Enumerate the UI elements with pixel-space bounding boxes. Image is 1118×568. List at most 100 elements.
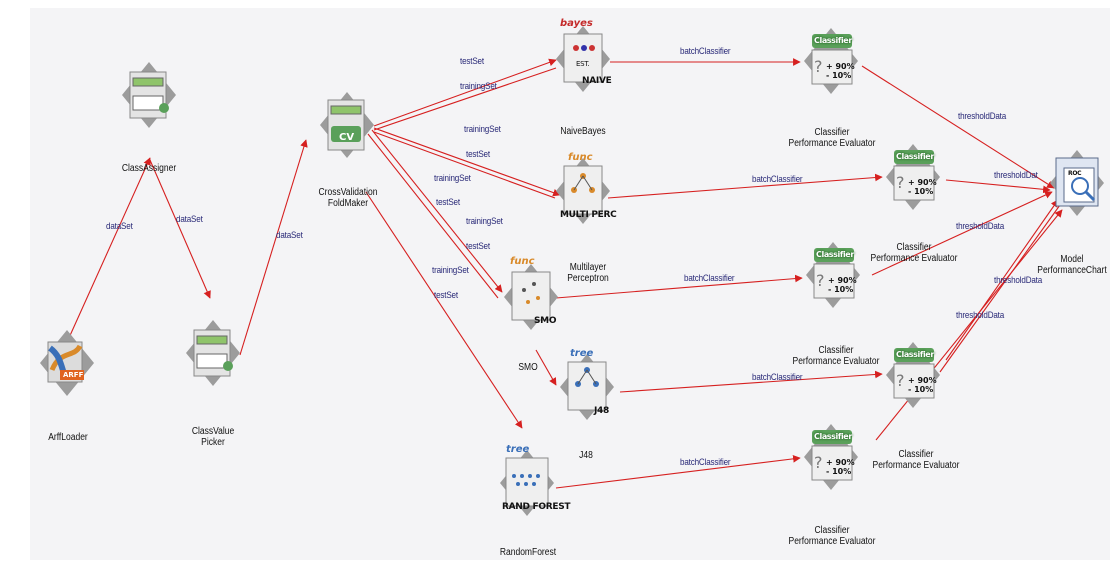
edge-randomforest-to-eval5: [555, 455, 801, 489]
edge-label-thresholddata: thresholdData: [958, 111, 1007, 122]
node-caption: ClassAssigner: [121, 163, 177, 174]
edge-label-dataset: dataSet: [106, 221, 133, 232]
node-caption: Classifier Performance Evaluator: [870, 242, 958, 264]
evaluator-nums: + 90% - 10%: [826, 62, 855, 80]
classifier-evaluator-node-1[interactable]: ? Classifier + 90% - 10%: [804, 28, 858, 94]
edge-cv-to-smo-b: [367, 133, 499, 299]
node-caption: Classifier Performance Evaluator: [788, 127, 876, 149]
knowledge-flow-canvas[interactable]: [30, 8, 1110, 560]
evaluator-nums: + 90% - 10%: [826, 458, 855, 476]
smo-icon: [504, 264, 558, 330]
classifier-evaluator-icon: ?: [804, 28, 858, 94]
node-caption: Multilayer Perceptron: [567, 262, 609, 284]
classifier-evaluator-icon: ?: [806, 242, 860, 308]
edge-arff-to-classassigner: [67, 157, 151, 341]
edge-label-trainingset: trainingSet: [460, 81, 497, 92]
edge-label-thresholddat: thresholdDat: [994, 170, 1038, 181]
edge-cv-to-smo-a: [371, 129, 503, 293]
classifier-evaluator-node-2[interactable]: ? Classifier + 90% - 10%: [886, 144, 940, 210]
edge-label-batchclassifier: batchClassifier: [680, 457, 731, 468]
roc-chart-icon: [1050, 150, 1104, 216]
neural-network-icon: [556, 158, 610, 224]
j48-node[interactable]: tree J48: [560, 348, 614, 420]
edge-eval5-to-chart: [875, 209, 1063, 441]
svg-text:?: ?: [896, 371, 905, 390]
model-performance-chart-node[interactable]: ROC: [1050, 150, 1110, 216]
edge-label-batchclassifier: batchClassifier: [684, 273, 735, 284]
evaluator-title: Classifier: [896, 152, 934, 161]
edge-label-trainingset: trainingSet: [466, 216, 503, 227]
random-forest-node[interactable]: tree RAND FOREST: [500, 444, 571, 516]
edge-label-batchclassifier: batchClassifier: [752, 372, 803, 383]
node-caption: NaiveBayes: [560, 126, 606, 137]
random-forest-icon: [500, 450, 554, 516]
edge-eval4-to-chart: [945, 199, 1059, 361]
est-label: EST.: [576, 60, 590, 68]
func-badge: func: [510, 256, 535, 267]
classifier-evaluator-node-3[interactable]: ? Classifier + 90% - 10%: [806, 242, 860, 308]
classifier-evaluator-node-5[interactable]: ? Classifier + 90% - 10%: [804, 424, 858, 490]
class-picker-icon: [186, 320, 240, 386]
node-caption: SMO: [518, 362, 538, 373]
tree-badge: tree: [506, 444, 530, 455]
edge-picker-to-crossval: [239, 139, 308, 356]
node-caption: RandomForest: [499, 547, 557, 558]
classifier-evaluator-node-4[interactable]: ? Classifier + 90% - 10%: [886, 342, 940, 408]
edge-cv-to-randomforest: [365, 191, 523, 429]
naive-bayes-node[interactable]: bayes EST. NAIVE: [556, 18, 612, 92]
node-caption: Classifier Performance Evaluator: [788, 525, 876, 547]
edge-classassigner-to-picker: [149, 159, 211, 299]
class-assigner-node[interactable]: [122, 62, 176, 128]
classifier-evaluator-icon: ?: [886, 342, 940, 408]
classifier-evaluator-icon: ?: [886, 144, 940, 210]
gray-diamond-icon: [40, 330, 94, 396]
edge-label-thresholddata: thresholdData: [956, 310, 1005, 321]
edge-label-thresholddata: thresholdData: [956, 221, 1005, 232]
edge-eval2-to-chart: [945, 179, 1051, 194]
evaluator-title: Classifier: [816, 250, 854, 259]
edge-eval3-to-chart: [871, 191, 1053, 276]
node-caption: ClassValue Picker: [191, 426, 235, 448]
multi-perc-tag: MULTI PERC: [560, 210, 617, 220]
class-assigner-icon: [122, 62, 176, 128]
edge-j48-to-eval4: [619, 370, 883, 393]
node-caption: J48: [579, 450, 593, 461]
evaluator-title: Classifier: [814, 432, 852, 441]
multilayer-perceptron-node[interactable]: func MULTI PERC: [556, 152, 617, 224]
edge-cv-to-naivebayes-b: [373, 67, 557, 131]
svg-text:?: ?: [814, 57, 823, 76]
edge-mlp-to-eval2: [607, 173, 883, 199]
smo-node[interactable]: func SMO: [504, 256, 558, 330]
arff-loader-node[interactable]: ARFF: [40, 330, 94, 396]
node-caption: ArffLoader: [48, 432, 88, 443]
edge-label-testset: testSet: [436, 197, 460, 208]
evaluator-nums: + 90% - 10%: [908, 178, 937, 196]
func-badge: func: [568, 152, 593, 163]
arff-badge: ARFF: [63, 371, 84, 379]
edge-label-testset: testSet: [460, 56, 484, 67]
cross-validation-icon: [320, 92, 374, 158]
edge-eval1-to-chart: [861, 65, 1055, 189]
evaluator-nums: + 90% - 10%: [828, 276, 857, 294]
cross-validation-node[interactable]: CV: [320, 92, 374, 158]
edge-eval4b-to-chart: [939, 204, 1061, 373]
edge-label-testset: testSet: [466, 149, 490, 160]
decision-tree-icon: [560, 354, 614, 420]
naive-tag: NAIVE: [582, 76, 612, 86]
svg-text:?: ?: [814, 453, 823, 472]
naive-bayes-icon: [556, 26, 610, 92]
cv-badge: CV: [339, 132, 355, 143]
edge-label-trainingset: trainingSet: [434, 173, 471, 184]
edge-label-testset: testSet: [466, 241, 490, 252]
class-value-picker-node[interactable]: [186, 320, 240, 386]
edge-label-testset: testSet: [434, 290, 458, 301]
evaluator-title: Classifier: [896, 350, 934, 359]
node-caption: Model PerformanceChart: [1037, 254, 1107, 276]
edge-label-dataset: dataSet: [176, 214, 203, 225]
edge-smo-to-j48: [535, 349, 557, 386]
edge-label-batchclassifier: batchClassifier: [680, 46, 731, 57]
edge-cv-to-mlp-a: [373, 127, 561, 197]
classifier-evaluator-icon: ?: [804, 424, 858, 490]
edge-cv-to-mlp-b: [373, 131, 556, 199]
